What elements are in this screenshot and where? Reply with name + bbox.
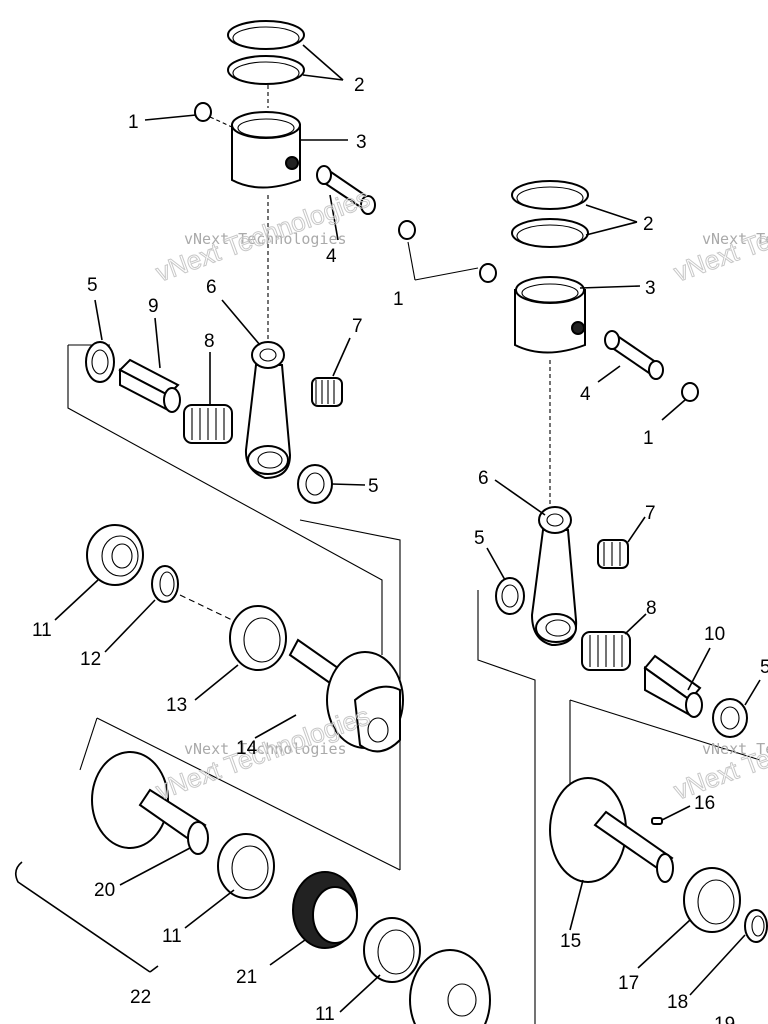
assembly-outline-left — [67, 344, 401, 871]
seal-ring-left — [151, 565, 179, 603]
callout-1: 1 — [393, 289, 404, 310]
callout-5: 5 — [474, 528, 485, 549]
callout-17: 17 — [618, 973, 639, 994]
callout-22: 22 — [130, 987, 151, 1008]
callout-4: 4 — [326, 246, 337, 267]
callout-19: 19 — [714, 1014, 735, 1024]
circlip-left-b — [398, 220, 416, 240]
callout-21: 21 — [236, 967, 257, 988]
main-bearing-left-b — [229, 605, 287, 671]
callout-1: 1 — [643, 428, 654, 449]
needle-bearing-big-right — [581, 631, 631, 671]
crankshaft-half-lower — [91, 751, 209, 855]
callout-11: 11 — [315, 1004, 335, 1024]
callout-14: 14 — [236, 738, 258, 759]
callout-2: 2 — [643, 214, 654, 235]
callout-2: 2 — [354, 75, 365, 96]
watermark-text: vNext Technologies — [184, 230, 347, 248]
watermark-group: vNext Technologies vNext Technologies vN… — [151, 182, 768, 806]
watermark-text: vNext Technologies — [702, 230, 768, 248]
connecting-rod-left — [244, 341, 292, 480]
watermark-text: vNext Technologies — [184, 740, 347, 758]
needle-bearing-small-left — [311, 377, 343, 407]
callout-leaders — [14, 44, 761, 1013]
callout-15: 15 — [560, 931, 581, 952]
circlip-right-a — [479, 263, 497, 283]
main-bearing-lower-a — [217, 833, 275, 899]
callout-10: 10 — [704, 624, 725, 645]
leader-line — [414, 267, 479, 281]
needle-bearing-small-right — [597, 539, 629, 569]
callout-3: 3 — [356, 132, 367, 153]
callout-11: 11 — [32, 620, 52, 641]
crankshaft-half-left — [288, 638, 404, 753]
leader-line — [407, 241, 416, 281]
piston-ring-upper-right — [511, 180, 589, 248]
piston-pin-right — [604, 330, 664, 380]
piston-ring-upper-left — [227, 20, 305, 85]
callout-7: 7 — [352, 316, 363, 337]
callout-5: 5 — [87, 275, 98, 296]
thrust-washer-right-a — [495, 577, 525, 615]
callout-3: 3 — [645, 278, 656, 299]
main-bearing-right — [683, 867, 741, 933]
main-bearing-left-a — [86, 524, 144, 586]
circlip-left-a — [194, 102, 233, 128]
watermark-text: vNext Technologies — [702, 740, 768, 758]
callout-13: 13 — [166, 695, 187, 716]
piston-right — [514, 276, 586, 354]
piston-pin-left — [316, 165, 376, 215]
callout-16: 16 — [694, 793, 715, 814]
connecting-rod-right — [530, 506, 578, 647]
callout-5: 5 — [760, 657, 768, 678]
callout-9: 9 — [148, 296, 159, 317]
callout-8: 8 — [204, 331, 215, 352]
callout-6: 6 — [206, 277, 217, 298]
leader-line — [179, 594, 233, 621]
callout-6: 6 — [478, 468, 489, 489]
crankpin-left — [118, 358, 181, 413]
main-bearing-lower-b — [363, 917, 421, 983]
key-16 — [651, 817, 663, 825]
seal-ring-right — [744, 909, 768, 943]
gear-21 — [292, 871, 358, 949]
callout-7: 7 — [645, 503, 656, 524]
thrust-washer-left-b — [297, 464, 333, 504]
callout-4: 4 — [580, 384, 591, 405]
callout-12: 12 — [80, 649, 101, 670]
callout-5: 5 — [368, 476, 379, 497]
callout-20: 20 — [94, 880, 115, 901]
callout-8: 8 — [646, 598, 657, 619]
callout-1: 1 — [128, 112, 139, 133]
callout-labels: 1 2 3 4 1 2 3 4 1 5 9 6 8 7 5 6 7 5 8 10… — [32, 75, 768, 1024]
thrust-washer-left-a — [85, 341, 115, 383]
thrust-washer-right-b — [712, 698, 748, 738]
needle-bearing-big-left — [183, 404, 233, 444]
assembly-outline-right — [477, 590, 761, 1024]
callout-18: 18 — [667, 992, 688, 1013]
piston-left — [231, 85, 301, 189]
flywheel-half-lower — [409, 949, 491, 1024]
callout-11: 11 — [162, 926, 182, 947]
crankpin-right — [643, 654, 703, 718]
flywheel-half-right — [549, 777, 674, 883]
circlip-right-b — [681, 382, 699, 402]
